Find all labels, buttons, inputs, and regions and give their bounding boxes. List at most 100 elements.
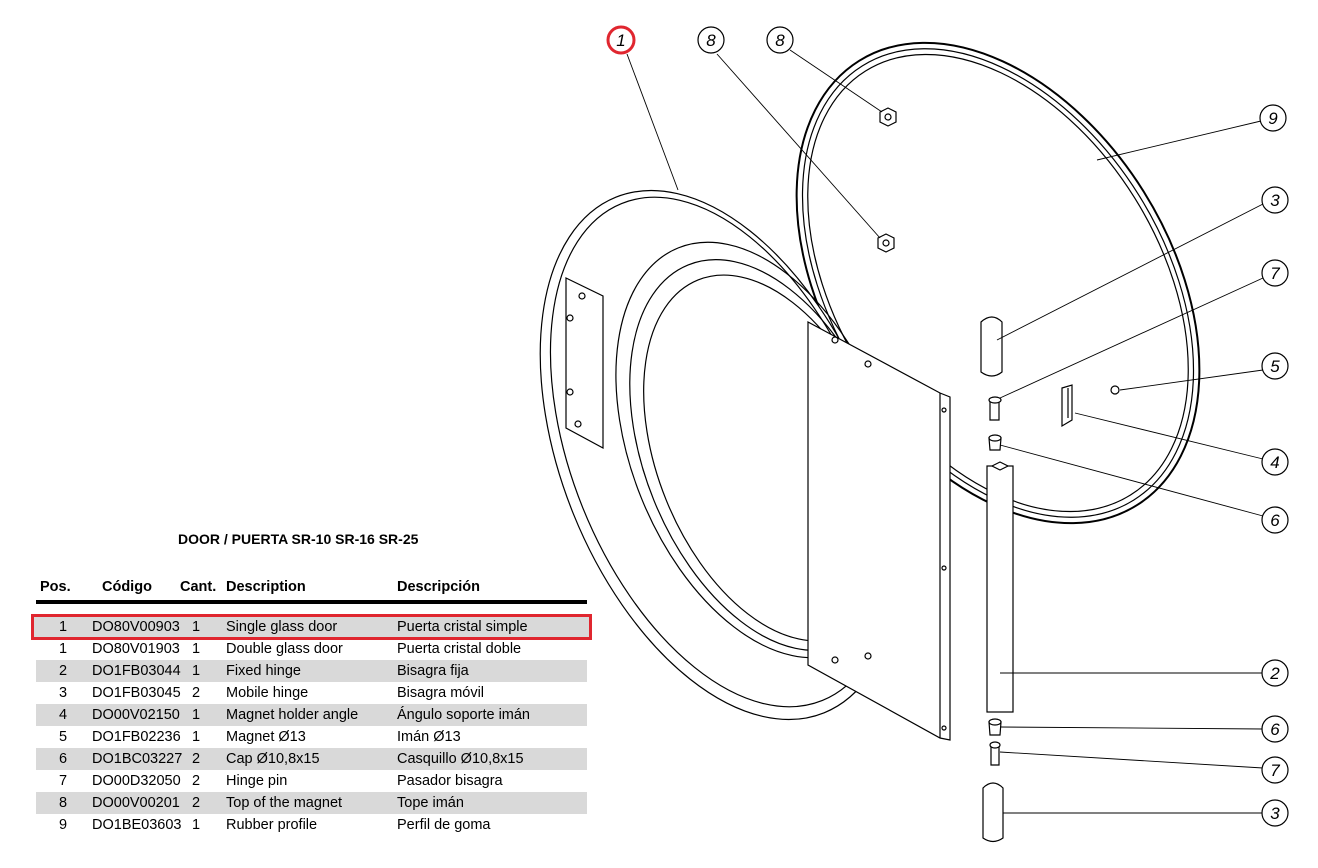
callout-circle: [1261, 799, 1289, 827]
callout-8: 8: [697, 26, 725, 54]
callout-circle: [1261, 259, 1289, 287]
table-row: 6 DO1BC03227 2 Cap Ø10,8x15 Casquillo Ø10,8x…: [36, 748, 587, 770]
cell-description-en: Hinge pin: [226, 773, 288, 789]
cell-description-es: Imán Ø13: [397, 729, 461, 745]
cell-code: DO80V00903: [92, 619, 180, 635]
callout-number: 2: [1269, 664, 1280, 683]
cell-description-es: Pasador bisagra: [397, 773, 503, 789]
cell-description-en: Double glass door: [226, 641, 343, 657]
cell-code: DO00D32050: [92, 773, 181, 789]
cell-description-es: Puerta cristal simple: [397, 619, 528, 635]
cell-description-es: Ángulo soporte imán: [397, 707, 530, 723]
cell-pos: 1: [58, 619, 68, 635]
callout-1: 1: [606, 25, 636, 55]
cell-qty: 1: [192, 619, 201, 635]
cell-description-es: Casquillo Ø10,8x15: [397, 751, 524, 767]
callout-number: 8: [775, 31, 785, 50]
callout-2: 2: [1261, 659, 1289, 687]
magnet-top-part: [877, 107, 897, 253]
cell-description-es: Tope imán: [397, 795, 464, 811]
cell-qty: 1: [192, 663, 201, 679]
cell-description-en: Fixed hinge: [226, 663, 301, 679]
callout-number: 7: [1270, 264, 1280, 283]
table-row-highlighted: 1 DO80V00903 1 Single glass door Puerta cris…: [31, 614, 592, 640]
cell-qty: 1: [192, 641, 201, 657]
callout-circle: [697, 26, 725, 54]
callout-number: 8: [706, 31, 716, 50]
cell-description-en: Top of the magnet: [226, 795, 343, 811]
cell-code: DO1FB02236: [92, 729, 181, 745]
diagram-title: DOOR / PUERTA SR-10 SR-16 SR-25: [178, 531, 419, 547]
cell-qty: 1: [192, 707, 201, 723]
callout-number: 3: [1270, 191, 1280, 210]
cell-code: DO1BE03603: [92, 817, 182, 833]
cell-pos: 7: [58, 773, 68, 789]
cell-code: DO1BC03227: [92, 751, 183, 767]
callout-circle: [1261, 186, 1289, 214]
callout-circle: [1261, 715, 1289, 743]
header-pos: Pos.: [40, 579, 71, 595]
table-row: 1 DO80V01903 1 Double glass door Puerta cris…: [36, 638, 587, 660]
cell-description-en: Rubber profile: [226, 817, 318, 833]
cell-description-es: Bisagra móvil: [397, 685, 485, 701]
callout-3: 3: [1261, 186, 1289, 214]
callout-circle: [1261, 448, 1289, 476]
cell-pos: 9: [58, 817, 68, 833]
callout-circle: [766, 26, 794, 54]
callout-circle: [1259, 104, 1287, 132]
callout-circle: [1261, 506, 1289, 534]
cell-description-es: Puerta cristal doble: [397, 641, 522, 657]
cell-pos: 4: [58, 707, 68, 723]
cell-qty: 1: [192, 817, 201, 833]
header-description-es: Descripción: [397, 579, 480, 595]
callout-7: 7: [1261, 756, 1289, 784]
cell-qty: 2: [192, 751, 201, 767]
table-header: Pos. Código Cant. Description Descripció…: [36, 574, 587, 604]
cell-description-en: Cap Ø10,8x15: [226, 751, 320, 767]
header-code: Código: [102, 579, 152, 595]
cell-code: DO1FB03044: [92, 663, 181, 679]
callout-number: 9: [1268, 109, 1278, 128]
parts-table: Pos. Código Cant. Description Descripció…: [31, 574, 592, 836]
table-row: 4 DO00V02150 1 Magnet holder angle Ángulo so…: [36, 704, 587, 726]
cell-pos: 8: [58, 795, 68, 811]
cell-code: DO00V02150: [92, 707, 180, 723]
cell-description-en: Magnet Ø13: [226, 729, 306, 745]
header-description-en: Description: [226, 579, 306, 595]
callout-number: 6: [1270, 720, 1280, 739]
callout-6: 6: [1261, 715, 1289, 743]
cell-pos: 2: [58, 663, 68, 679]
cell-pos: 1: [58, 641, 68, 657]
callout-8: 8: [766, 26, 794, 54]
callout-circle: [606, 25, 636, 55]
callout-number: 6: [1270, 511, 1280, 530]
cell-description-es: Perfil de goma: [397, 817, 491, 833]
cell-pos: 5: [58, 729, 68, 745]
cell-code: DO1FB03045: [92, 685, 181, 701]
leader-lines: [626, 49, 1264, 814]
cell-qty: 2: [192, 685, 201, 701]
glass-door-part: [539, 189, 951, 741]
callout-9: 9: [1259, 104, 1287, 132]
cell-qty: 1: [192, 729, 201, 745]
table-row: 2 DO1FB03044 1 Fixed hinge Bisagra fija: [36, 660, 587, 682]
cell-code: DO80V01903: [92, 641, 180, 657]
cell-description-en: Single glass door: [226, 619, 338, 635]
cell-pos: 3: [58, 685, 68, 701]
callout-number: 1: [616, 31, 625, 50]
cell-pos: 6: [58, 751, 68, 767]
hinge-parts: [980, 316, 1120, 843]
callout-circle: [1261, 659, 1289, 687]
cell-description-en: Magnet holder angle: [226, 707, 359, 723]
cell-code: DO00V00201: [92, 795, 180, 811]
callout-number: 3: [1270, 804, 1280, 823]
callout-number: 7: [1270, 761, 1280, 780]
callout-7: 7: [1261, 259, 1289, 287]
cell-description-es: Bisagra fija: [397, 663, 469, 679]
callout-number: 4: [1270, 453, 1279, 472]
callout-5: 5: [1261, 352, 1289, 380]
